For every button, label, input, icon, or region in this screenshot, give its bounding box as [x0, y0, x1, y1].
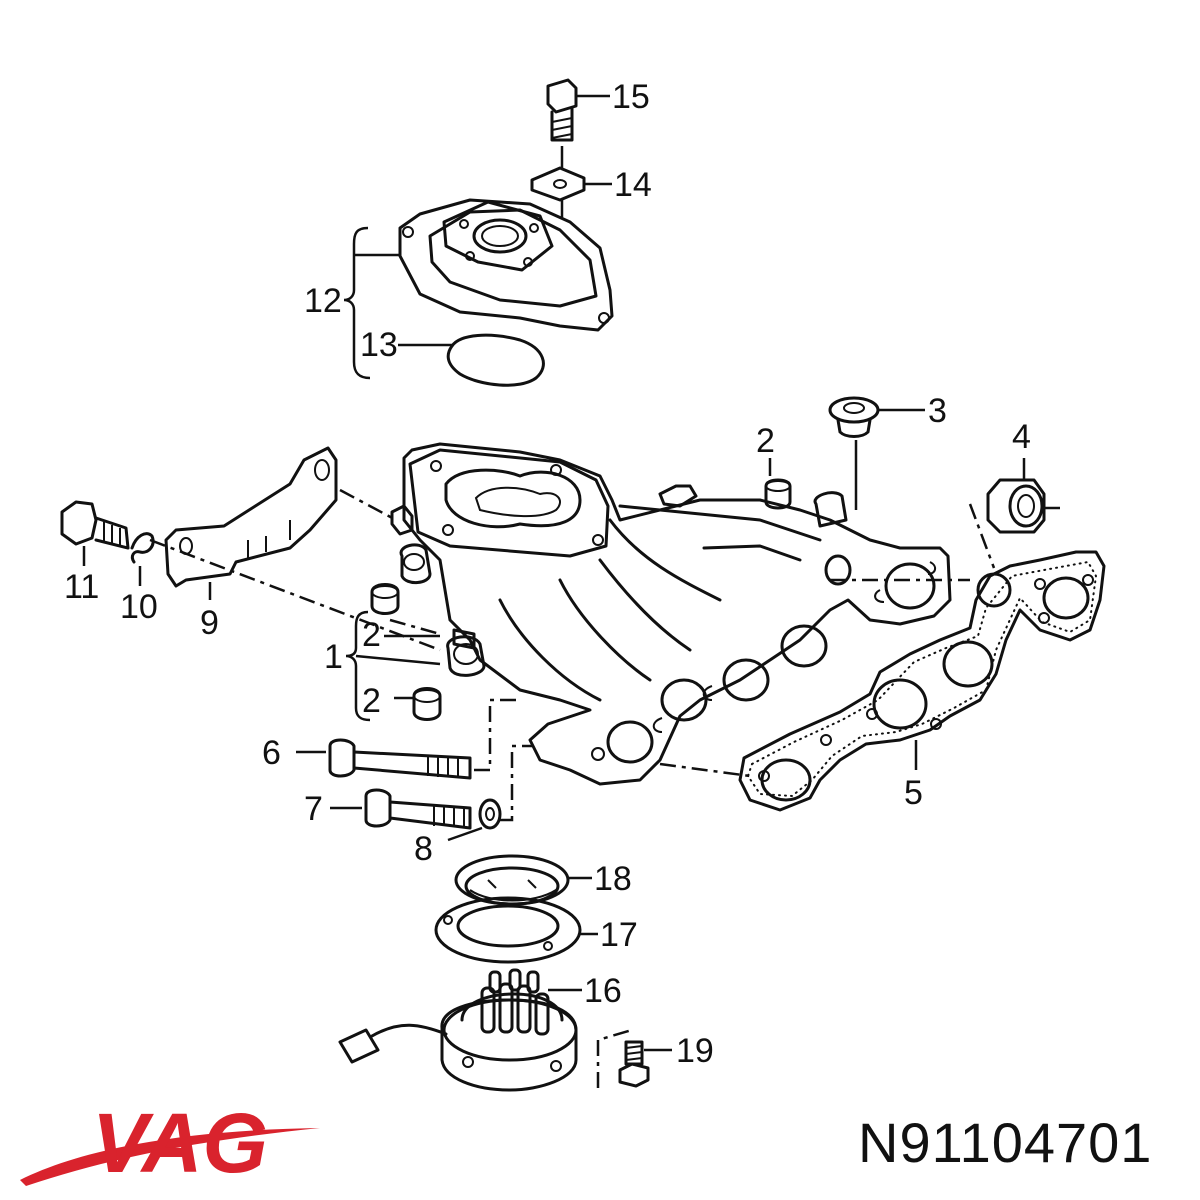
part-number: N91104701: [858, 1111, 1152, 1174]
callout-4: 4: [1012, 418, 1031, 456]
callout-7: 7: [304, 790, 323, 828]
callout-1: 1: [324, 638, 343, 676]
part-throttle-body-12: [398, 198, 614, 332]
part-plug-4: [986, 458, 1064, 534]
callout-2-top: 2: [756, 422, 775, 460]
callout-3: 3: [928, 392, 947, 430]
callout-9: 9: [200, 604, 219, 642]
part-sender-16: [338, 968, 582, 1092]
part-bolt-19: [618, 1040, 672, 1088]
callout-5: 5: [904, 774, 923, 812]
callout-13: 13: [360, 326, 398, 364]
part-ring-18: [454, 854, 592, 906]
part-cap-2-left: [370, 583, 400, 615]
logo-swoosh: [20, 1128, 320, 1186]
sender-pins: [480, 968, 550, 1036]
part-cap-2-lower: [394, 687, 442, 721]
callout-15: 15: [612, 78, 650, 116]
callout-19: 19: [676, 1032, 714, 1070]
logo-text: VAG: [92, 1096, 268, 1190]
callout-8: 8: [414, 830, 433, 868]
part-stud-6: [296, 738, 472, 780]
part-gasket-5: [738, 550, 1106, 812]
part-bracket-9: [164, 446, 338, 600]
part-gasket-13: [446, 333, 545, 387]
callout-14: 14: [614, 166, 652, 204]
callout-12: 12: [304, 282, 342, 320]
vag-logo: VAG: [20, 1096, 320, 1190]
part-bolt-15: [546, 78, 610, 168]
part-cap-2-top: [764, 458, 792, 510]
part-clip-10: [130, 532, 155, 586]
part-gasket-17: [434, 896, 598, 964]
part-washer-8: [447, 798, 502, 842]
part-clip-14: [530, 166, 612, 218]
callout-bracket-12-13: [343, 226, 452, 380]
callout-labels: 15 14 12 13 3 2 4 11 10 9 2 1 2 6 7 8 5 …: [64, 78, 1031, 1070]
part-bolt-11: [60, 500, 130, 566]
alignment-lines: [149, 488, 996, 1088]
callout-18: 18: [594, 860, 632, 898]
part-stud-7: [330, 788, 472, 830]
callout-17: 17: [600, 916, 638, 954]
part-plug-3: [828, 396, 925, 510]
callout-16: 16: [584, 972, 622, 1010]
callout-2-lower: 2: [362, 682, 381, 720]
callout-2-left: 2: [362, 616, 381, 654]
callout-bracket-1: [345, 610, 441, 722]
callout-6: 6: [262, 734, 281, 772]
part-intake-manifold: [390, 442, 952, 786]
callout-11: 11: [64, 568, 99, 606]
callout-10: 10: [120, 588, 158, 626]
